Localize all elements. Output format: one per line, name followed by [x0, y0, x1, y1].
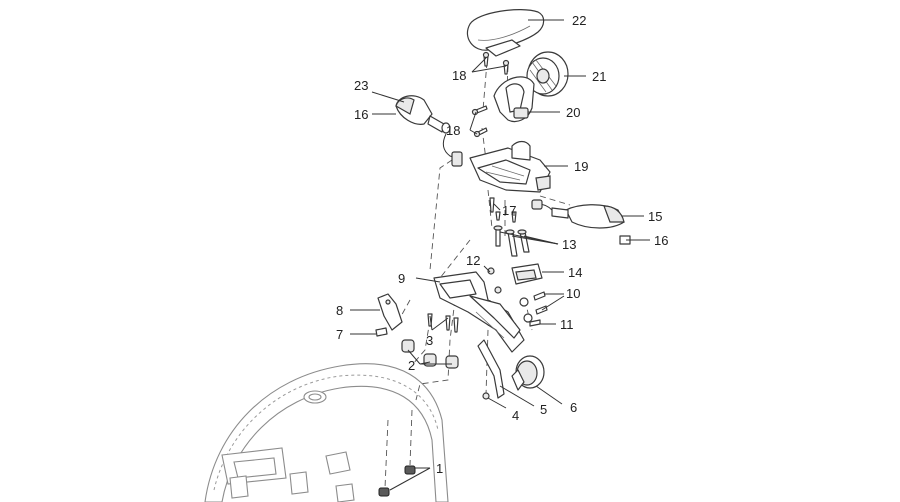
screws-17	[489, 197, 517, 223]
callout-19: 19	[574, 159, 588, 174]
side-bracket	[375, 293, 403, 337]
callout-2: 2	[408, 358, 415, 373]
callout-5: 5	[540, 402, 547, 417]
tail-light-housing	[526, 51, 569, 97]
callout-labels: 22 21 20 19 15 16 13 14 10 11 12 9 8 7 3…	[336, 13, 668, 476]
bolts-13	[493, 225, 530, 257]
light-bracket	[493, 76, 535, 123]
rear-fender	[204, 363, 449, 502]
plate-strip	[477, 339, 505, 400]
callout-15: 15	[648, 209, 662, 224]
callout-7: 7	[336, 327, 343, 342]
callout-14: 14	[568, 265, 582, 280]
callout-1: 1	[436, 461, 443, 476]
license-plate-bracket	[433, 271, 525, 353]
callout-18-top: 18	[452, 68, 466, 83]
left-turn-signal	[395, 95, 463, 167]
screws-3	[427, 313, 459, 333]
callout-8: 8	[336, 303, 343, 318]
callout-13: 13	[562, 237, 576, 252]
callout-17: 17	[502, 203, 516, 218]
callout-21: 21	[592, 69, 606, 84]
callout-4: 4	[512, 408, 519, 423]
round-reflector	[511, 355, 545, 391]
callout-3: 3	[426, 333, 433, 348]
callout-6: 6	[570, 400, 577, 415]
callout-20: 20	[566, 105, 580, 120]
right-turn-signal	[531, 199, 631, 245]
callout-9: 9	[398, 271, 405, 286]
reflector-mount	[511, 263, 543, 285]
callout-23: 23	[354, 78, 368, 93]
main-mount-bracket	[469, 140, 551, 193]
callout-18-mid: 18	[446, 123, 460, 138]
callout-12: 12	[466, 253, 480, 268]
callout-10: 10	[566, 286, 580, 301]
callout-leaders	[350, 19, 650, 491]
callout-16-right: 16	[654, 233, 668, 248]
callout-11: 11	[560, 317, 574, 332]
fender-nuts	[378, 465, 416, 497]
tail-light-lens	[466, 9, 545, 57]
callout-22: 22	[572, 13, 586, 28]
small-hardware	[487, 267, 548, 327]
callout-16-left: 16	[354, 107, 368, 122]
